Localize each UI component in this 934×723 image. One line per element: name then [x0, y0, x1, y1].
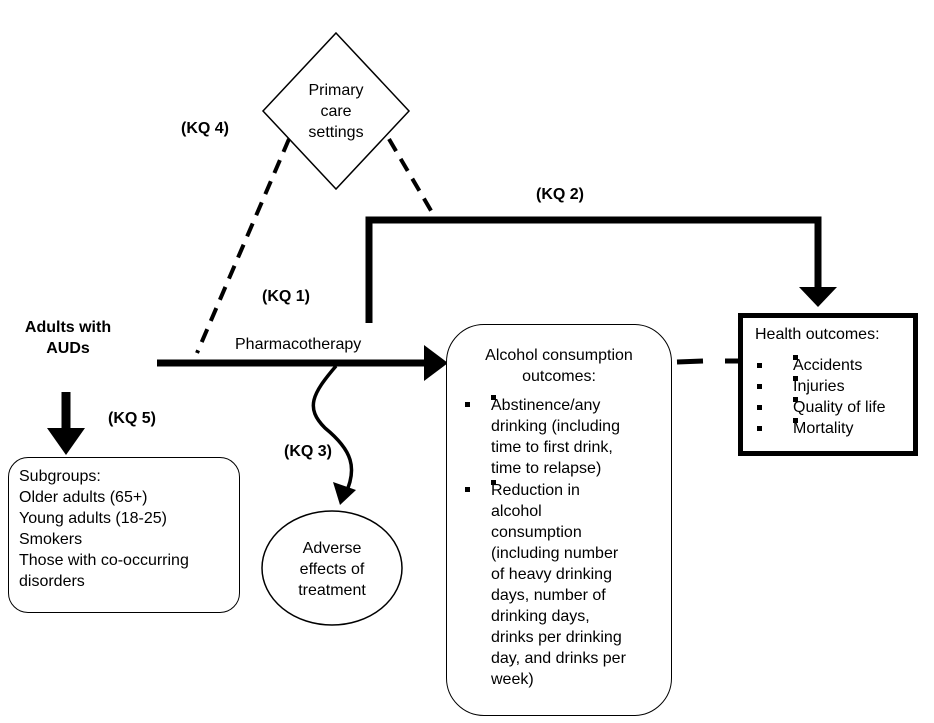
kq4-dashed-line-right	[387, 137, 435, 216]
bullet-square-icon	[465, 487, 470, 492]
subgroups-list: Subgroups: Older adults (65+) Young adul…	[19, 466, 239, 592]
kq3-arrowhead	[333, 482, 356, 505]
item-line: day, and drinks per	[491, 650, 626, 667]
health-outcome-text: Injuries	[793, 378, 845, 395]
item-line: time to relapse)	[491, 460, 602, 477]
item-line: week)	[491, 671, 534, 688]
item-line: time to first drink,	[491, 439, 613, 456]
kq2-overarching-line	[365, 216, 822, 323]
subgroup-item: Young adults (18-25)	[19, 510, 167, 527]
item-line: drinks per drinking	[491, 629, 622, 646]
health-outcome-item: Injuries	[743, 376, 913, 397]
item-line: of heavy drinking	[491, 566, 612, 583]
item-line: consumption	[491, 524, 582, 541]
harms-label: Adverse effects of treatment	[272, 538, 392, 601]
pharmacotherapy-arrowhead	[424, 345, 448, 381]
subgroup-item: Smokers	[19, 531, 83, 548]
health-outcomes-list: Accidents Injuries Quality of life Morta…	[743, 355, 913, 439]
item-line: (including number	[491, 545, 619, 562]
population-label: Adults with AUDs	[18, 317, 118, 359]
kq5-label: (KQ 5)	[108, 410, 156, 427]
subgroup-item: disorders	[19, 573, 85, 590]
bullet-square-icon	[757, 384, 762, 389]
subgroup-item: Those with co-occurring	[19, 552, 189, 569]
item-line: days, number of	[491, 587, 606, 604]
setting-label-line3: settings	[308, 124, 364, 141]
population-label-line2: AUDs	[46, 340, 90, 357]
setting-diamond	[261, 31, 411, 191]
bullet-square-icon	[465, 402, 470, 407]
kq3-harms-arrow-line	[311, 364, 354, 496]
bullet-square-icon	[757, 426, 762, 431]
intermediate-outcomes-list: Abstinence/any drinking (including time …	[447, 395, 671, 690]
harms-label-line1: Adverse	[302, 540, 362, 557]
item-line: Reduction in	[491, 482, 580, 499]
subgroup-item: Older adults (65+)	[19, 489, 148, 506]
intermediate-outcome-item: Abstinence/any drinking (including time …	[465, 395, 671, 480]
health-outcomes-box: Health outcomes: Accidents Injuries Qual…	[738, 313, 918, 456]
bullet-square-icon	[757, 405, 762, 410]
bullet-square-icon	[757, 363, 762, 368]
item-line: drinking (including	[491, 418, 620, 435]
intermediate-to-health-line-a	[676, 358, 704, 365]
kq4-label: (KQ 4)	[181, 120, 229, 137]
item-line: drinking days,	[491, 608, 590, 625]
health-outcome-text: Quality of life	[793, 399, 886, 416]
setting-label-line2: care	[320, 103, 352, 120]
intervention-label: Pharmacotherapy	[235, 336, 362, 353]
harms-label-line2: effects of	[299, 561, 365, 578]
setting-label: Primary care settings	[296, 80, 376, 143]
harms-label-line3: treatment	[298, 582, 366, 599]
item-line: alcohol	[491, 503, 542, 520]
intermediate-outcome-item: Reduction in alcohol consumption (includ…	[465, 480, 671, 690]
health-outcome-text: Accidents	[793, 357, 863, 374]
kq5-arrowhead	[47, 428, 85, 455]
kq2-arrowhead	[799, 287, 837, 307]
item-line: Abstinence/any	[491, 397, 601, 414]
health-outcomes-title: Health outcomes:	[755, 326, 880, 343]
health-outcome-item: Mortality	[743, 418, 913, 439]
intermediate-outcomes-title-line1: Alcohol consumption	[485, 347, 633, 364]
subgroups-title: Subgroups:	[19, 468, 101, 485]
kq1-label: (KQ 1)	[262, 288, 310, 305]
setting-label-line1: Primary	[308, 82, 364, 99]
health-outcome-text: Mortality	[793, 420, 854, 437]
kq4-dashed-line-left	[195, 138, 291, 354]
harms-ellipse	[261, 510, 403, 626]
intermediate-outcomes-box: Alcohol consumption outcomes: Abstinence…	[446, 324, 672, 716]
intermediate-outcomes-title-line2: outcomes:	[522, 368, 596, 385]
health-outcome-item: Quality of life	[743, 397, 913, 418]
kq3-label: (KQ 3)	[284, 443, 332, 460]
health-outcome-item: Accidents	[743, 355, 913, 376]
kq2-label: (KQ 2)	[536, 186, 584, 203]
population-label-line1: Adults with	[24, 319, 112, 336]
subgroups-box: Subgroups: Older adults (65+) Young adul…	[8, 457, 240, 613]
intermediate-outcomes-title: Alcohol consumption outcomes:	[447, 345, 671, 387]
